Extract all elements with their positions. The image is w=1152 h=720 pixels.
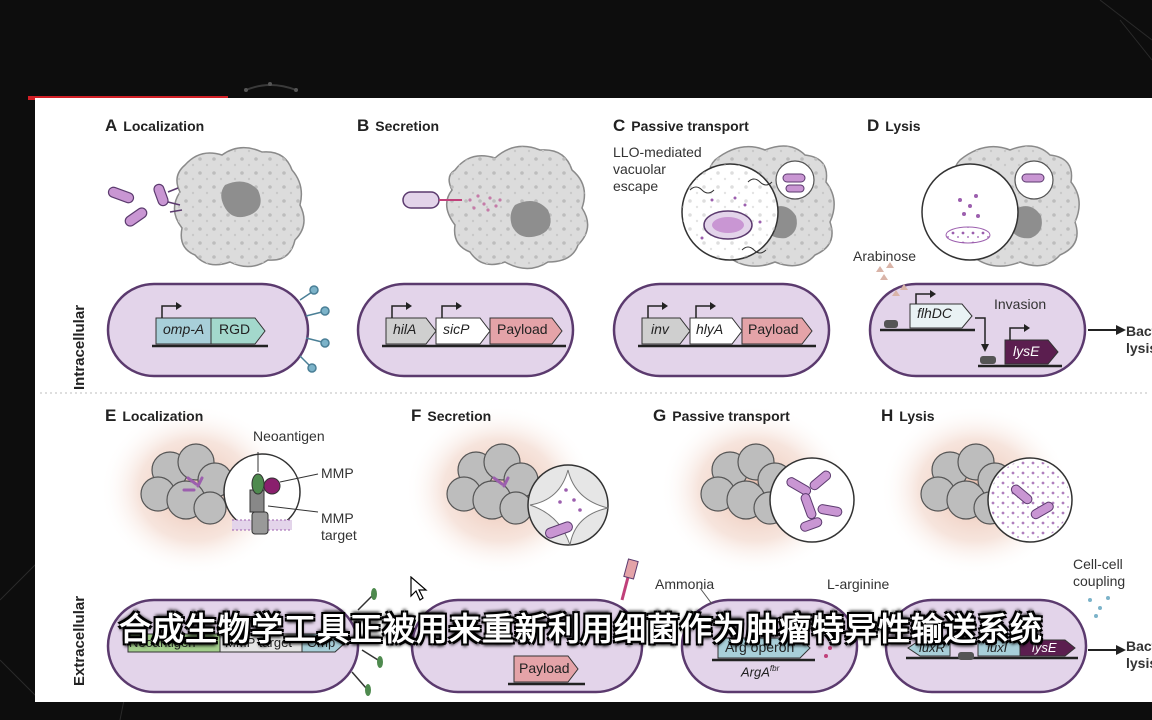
- gene-neoantigen: Neoantigen: [129, 635, 196, 650]
- host-cell-b: [446, 145, 589, 270]
- capsule-e: [106, 588, 383, 696]
- gene-payload-c: Payload: [748, 321, 799, 337]
- capsule-b: [356, 282, 575, 378]
- bacteria-a: [107, 183, 169, 227]
- row-label-intracellular: Intracellular: [71, 304, 88, 390]
- l-arginine-label: L-arginine: [827, 576, 890, 592]
- bact-lysis-label-1: Bactlysis: [1126, 323, 1152, 356]
- tumor-e: [100, 405, 319, 575]
- gene-inv: inv: [651, 321, 669, 337]
- capsule-h: [884, 596, 1126, 694]
- arabinose-label: Arabinose: [853, 248, 917, 264]
- host-cell-c: [681, 145, 835, 267]
- figure-graphics: [40, 145, 1150, 696]
- host-cell-a: [173, 146, 305, 268]
- video-subtitle: 合成生物学工具正被用来重新利用细菌作为肿瘤特异性输送系统: [118, 610, 1043, 648]
- gene-rgd: RGD: [219, 321, 251, 337]
- capsule-f: [410, 558, 644, 694]
- bacterium-b: [402, 191, 462, 209]
- host-cell-d: [921, 145, 1080, 267]
- invasion-label: Invasion: [994, 296, 1047, 312]
- tumor-h: [880, 405, 1073, 575]
- gene-hlya: hlyA: [696, 321, 724, 337]
- gene-hila: hilA: [393, 321, 417, 337]
- capsule-a: [106, 282, 330, 378]
- gene-lyse: lysE: [1013, 343, 1040, 359]
- gene-mmp-target: MMP target: [225, 635, 292, 650]
- mmp-label: MMP: [321, 465, 354, 481]
- gene-arga: ArgAfbr: [741, 664, 780, 680]
- ammonia-label: Ammonia: [655, 576, 715, 592]
- capsule-d: [868, 262, 1126, 378]
- gene-sicp: sicP: [443, 321, 470, 337]
- gene-luxi: luxI: [987, 640, 1008, 655]
- gene-flhdc: flhDC: [917, 305, 953, 321]
- gene-omp-a: omp-A: [163, 321, 205, 337]
- gene-payload-b: Payload: [497, 321, 548, 337]
- neoantigen-label: Neoantigen: [253, 428, 325, 444]
- gene-lyse-2: lysE: [1032, 640, 1057, 655]
- capsule-c: [612, 282, 831, 378]
- tumor-f: [405, 405, 609, 575]
- bact-lysis-label-2: Bactlysis: [1126, 638, 1152, 671]
- mouse-cursor-icon: [410, 576, 428, 601]
- gene-payload-f: Payload: [519, 660, 570, 676]
- tumor-g: [660, 405, 855, 575]
- capsule-g: [680, 587, 859, 694]
- gene-omp: Omp: [307, 635, 336, 650]
- gene-luxr: luxR: [919, 640, 946, 655]
- gene-arg-operon: Arg operon: [725, 639, 795, 655]
